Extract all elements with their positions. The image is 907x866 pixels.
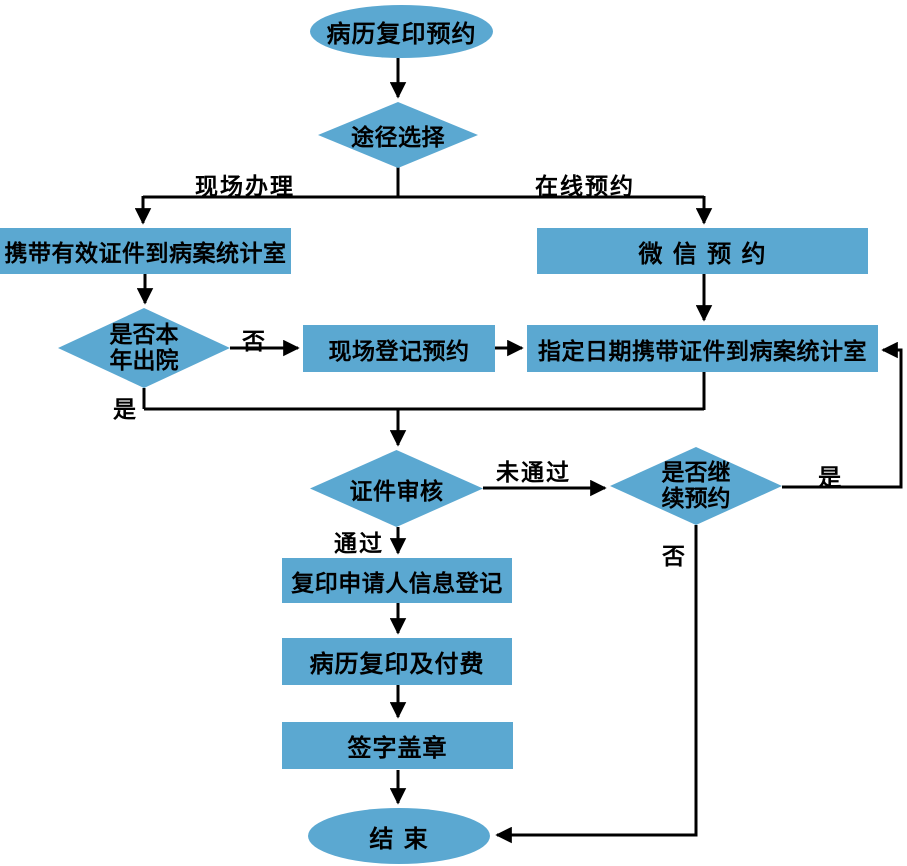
node-sign-stamp-box: 签字盖章: [282, 722, 513, 769]
node-onsite-box: 携带有效证件到病案统计室: [0, 228, 291, 274]
node-start-label: 病历复印预约: [326, 20, 477, 48]
edge-label-onsite: 现场办理: [195, 174, 295, 200]
edge-label-review-fail: 未通过: [496, 460, 571, 486]
node-copy-pay-box: 病历复印及付费: [282, 638, 512, 685]
node-onsite-register-box: 现场登记预约: [303, 325, 495, 372]
node-continue-line2: 续预约: [661, 486, 731, 512]
node-end-label: 结 束: [369, 824, 429, 853]
node-applicant-info-box: 复印申请人信息登记: [282, 558, 512, 603]
edge-continue-yes-loop: [782, 341, 903, 489]
node-start: 病历复印预约: [310, 5, 493, 58]
node-path-select-label: 途径选择: [351, 125, 445, 151]
node-specified-date-label: 指定日期携带证件到病案统计室: [538, 338, 867, 365]
node-discharge-line1: 是否本: [109, 321, 179, 348]
node-specified-date-box: 指定日期携带证件到病案统计室: [527, 325, 878, 372]
node-sign-stamp-label: 签字盖章: [347, 734, 448, 762]
node-onsite-box-label: 携带有效证件到病案统计室: [4, 241, 287, 267]
edge-label-continue-no: 否: [662, 544, 687, 570]
node-wechat-box-label: 微 信 预 约: [638, 239, 767, 268]
edge-label-discharge-yes: 是: [113, 397, 138, 423]
edge-continue-no-to-end: [495, 525, 698, 844]
node-discharge-line2: 年出院: [109, 348, 179, 374]
edge-label-online: 在线预约: [535, 174, 635, 200]
edge-label-continue-yes: 是: [818, 465, 843, 491]
node-wechat-box: 微 信 预 约: [537, 228, 868, 274]
edge-label-review-pass: 通过: [334, 531, 384, 557]
node-applicant-info-label: 复印申请人信息登记: [291, 570, 503, 597]
edge-label-discharge-no: 否: [242, 329, 267, 355]
node-continue-line1: 是否继: [661, 459, 731, 486]
node-id-review-label: 证件审核: [349, 478, 444, 505]
node-copy-pay-label: 病历复印及付费: [309, 650, 485, 678]
node-end: 结 束: [308, 808, 490, 864]
node-onsite-register-label: 现场登记预约: [328, 338, 470, 365]
